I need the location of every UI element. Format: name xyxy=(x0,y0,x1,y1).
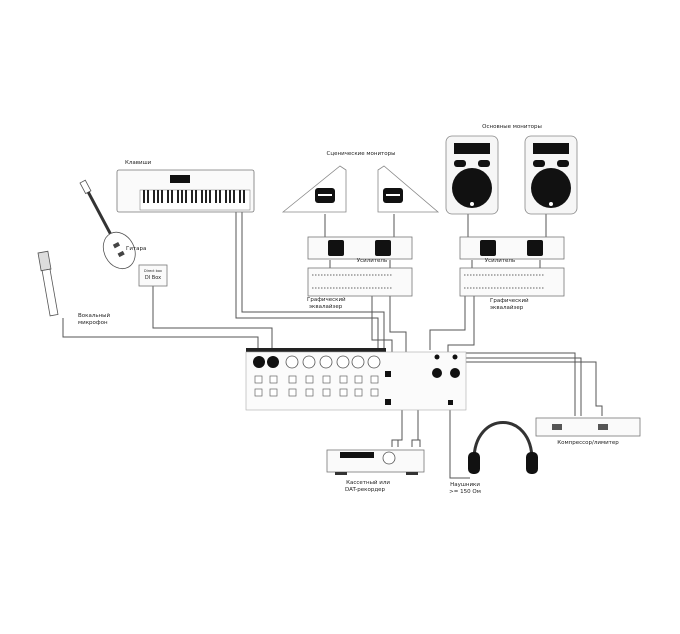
vocal-mic-label-1: Вокальный xyxy=(78,313,111,319)
stage-monitor-right-icon xyxy=(377,165,440,213)
di-box-top-label: Direct box xyxy=(144,269,162,273)
stage-monitor-left-icon xyxy=(281,165,347,213)
di-box-label: DI Box xyxy=(144,275,162,281)
graphic-eq-left-icon xyxy=(307,267,413,297)
amplifier-right-icon xyxy=(459,236,565,260)
stage-monitors-label: Сценические мониторы xyxy=(326,151,396,157)
geq-right-label-1: Графический xyxy=(490,298,529,304)
main-monitor-right-icon xyxy=(524,135,578,215)
vocal-mic-label-2: микрофон xyxy=(78,320,108,326)
geq-right-label-2: эквалайзер xyxy=(490,305,524,311)
compressor-label: Компрессор/лимитер xyxy=(557,440,619,446)
microphone-icon xyxy=(37,250,59,317)
headphones-label-2: >= 150 Ом xyxy=(449,489,481,495)
amp-right-label: Усилитель xyxy=(484,258,516,264)
tape-label-1: Кассетный или xyxy=(346,480,390,486)
compressor-icon xyxy=(535,417,641,437)
tape-label-2: DAT-рекордер xyxy=(344,487,386,493)
guitar-label: Гитара xyxy=(126,246,147,252)
headphones-icon xyxy=(468,421,538,474)
amplifier-left-icon xyxy=(307,236,413,260)
geq-left-label-1: Графический xyxy=(307,297,346,303)
graphic-eq-right-icon xyxy=(459,267,565,297)
keyboard-icon xyxy=(116,169,255,213)
main-monitors-label: Основные мониторы xyxy=(482,124,542,130)
keyboard-label: Клавиши xyxy=(125,160,152,166)
headphones-label-1: Наушники xyxy=(450,482,480,488)
geq-left-label-2: эквалайзер xyxy=(309,304,343,310)
cassette-deck-icon xyxy=(326,449,425,475)
cables xyxy=(62,210,603,479)
mixer-icon xyxy=(245,348,467,411)
di-box-icon xyxy=(138,264,168,287)
main-monitor-left-icon xyxy=(445,135,499,215)
amp-left-label: Усилитель xyxy=(356,258,388,264)
guitar-icon xyxy=(79,179,136,270)
